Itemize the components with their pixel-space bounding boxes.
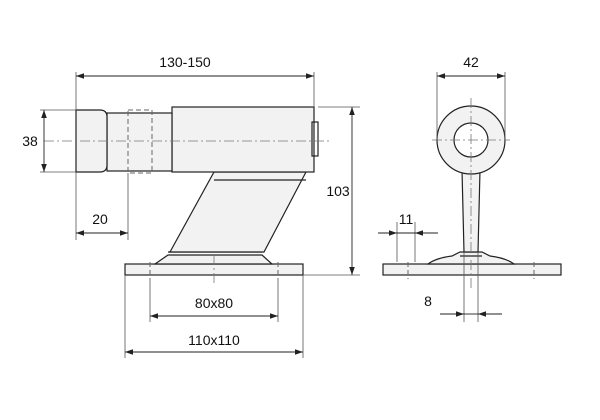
main-cylinder xyxy=(171,106,315,173)
dim-base-plate: 110x110 xyxy=(188,332,240,348)
sliding-shaft xyxy=(106,112,173,172)
weld-foot xyxy=(153,254,274,265)
dim-end-length: 20 xyxy=(92,211,108,227)
buffer-end xyxy=(75,109,108,173)
dim-stem-width: 11 xyxy=(399,211,414,227)
dim-body-diameter: 38 xyxy=(22,133,38,149)
dim-height: 103 xyxy=(326,183,350,199)
dim-tube-diameter: 42 xyxy=(463,54,479,70)
dim-stem-thickness: 8 xyxy=(424,293,432,309)
side-view: 130-150 38 20 103 80x80 110x110 xyxy=(22,54,360,358)
cylinder-cap xyxy=(311,121,319,157)
front-view: 42 11 8 xyxy=(378,54,562,322)
inclined-leg xyxy=(168,171,307,253)
front-foot xyxy=(426,251,516,265)
dim-overall-length: 130-150 xyxy=(159,54,211,70)
dim-bolt-pattern: 80x80 xyxy=(195,295,233,311)
shaft-hidden-outline xyxy=(127,109,153,174)
